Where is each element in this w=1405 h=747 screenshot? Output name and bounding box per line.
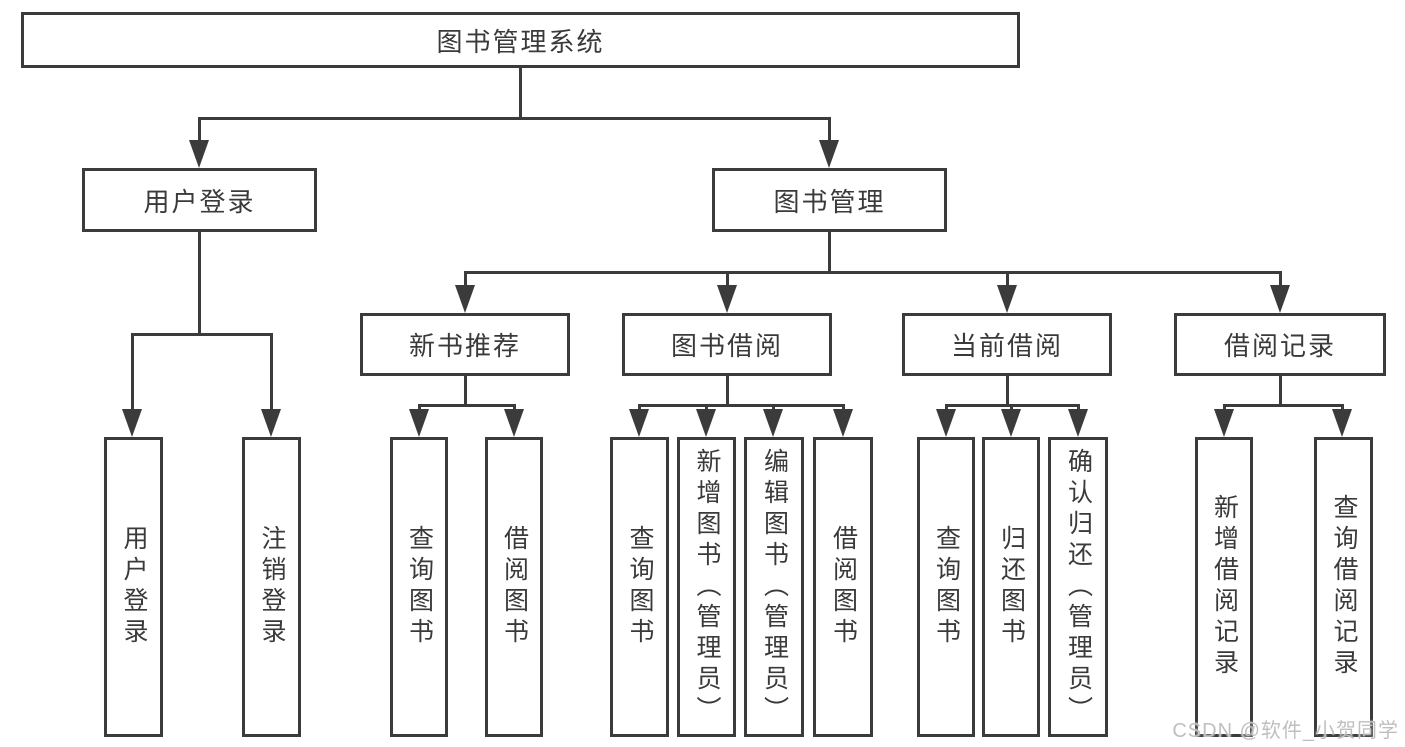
connector-stub [772, 404, 775, 413]
connector-stub [1223, 404, 1226, 413]
leaf-br-add-record: 新增借阅记录 [1195, 437, 1253, 737]
leaf-cb-confirm-return-admin-label: 确认归还（管理员） [1064, 447, 1093, 727]
arrow-down-icon [409, 409, 429, 437]
connector-root-horizontal [198, 117, 831, 120]
leaf-cb-query-books-label: 查询图书 [932, 525, 961, 649]
arrow-down-icon [997, 285, 1017, 313]
node-root-label: 图书管理系统 [436, 26, 605, 57]
connector-stub [1341, 404, 1344, 413]
connector-user-login-horizontal [131, 333, 272, 336]
node-current-borrowing: 当前借阅 [902, 313, 1112, 376]
arrow-down-icon [189, 140, 209, 168]
connector-to-leaf-user-login [131, 333, 134, 411]
arrow-down-icon [936, 409, 956, 437]
leaf-cb-return-books-label: 归还图书 [997, 525, 1026, 649]
arrow-down-icon [1068, 409, 1088, 437]
arrow-down-icon [455, 285, 475, 313]
connector-to-borrow-records [1279, 271, 1282, 287]
leaf-logout-login-label: 注销登录 [258, 525, 286, 649]
connector-to-new-book-rec [464, 271, 467, 287]
leaf-br-query-record-label: 查询借阅记录 [1330, 494, 1358, 680]
node-book-borrowing: 图书借阅 [622, 313, 832, 376]
connector-to-book-mgmt [828, 117, 831, 143]
node-book-management: 图书管理 [712, 168, 947, 232]
leaf-bb-add-books-admin-label: 新增图书（管理员） [693, 447, 721, 727]
connector-borrow-records-down [1279, 376, 1282, 407]
leaf-bb-borrow-books: 借阅图书 [813, 437, 873, 737]
arrow-down-icon [261, 409, 281, 437]
leaf-bb-query-books: 查询图书 [610, 437, 669, 737]
connector-stub [1010, 404, 1013, 413]
leaf-nb-borrow-books: 借阅图书 [485, 437, 543, 737]
arrow-down-icon [833, 409, 853, 437]
leaf-nb-borrow-books-label: 借阅图书 [500, 525, 529, 649]
leaf-bb-query-books-label: 查询图书 [626, 525, 654, 649]
connector-book-borrow-down [726, 376, 729, 407]
leaf-cb-return-books: 归还图书 [982, 437, 1040, 737]
connector-new-book-rec-down [464, 376, 467, 407]
node-borrow-records: 借阅记录 [1174, 313, 1386, 376]
node-user-login: 用户登录 [82, 168, 317, 232]
connector-user-login-down [198, 232, 201, 336]
connector-current-borrow-down [1006, 376, 1009, 407]
arrow-down-icon [717, 285, 737, 313]
connector-new-book-rec-horizontal [418, 404, 516, 407]
arrow-down-icon [1332, 409, 1352, 437]
connector-to-book-borrow [726, 271, 729, 287]
arrow-down-icon [819, 140, 839, 168]
leaf-cb-confirm-return-admin: 确认归还（管理员） [1048, 437, 1108, 737]
arrow-down-icon [696, 409, 716, 437]
node-book-borrowing-label: 图书借阅 [670, 331, 783, 361]
connector-borrow-records-horizontal [1223, 404, 1344, 407]
arrow-down-icon [763, 409, 783, 437]
leaf-bb-edit-books-admin-label: 编辑图书（管理员） [760, 447, 789, 727]
connector-to-user-login [198, 117, 201, 143]
leaf-user-login: 用户登录 [104, 437, 163, 737]
connector-stub [705, 404, 708, 413]
node-new-book-recommend-label: 新书推荐 [408, 331, 521, 361]
leaf-nb-query-books-label: 查询图书 [405, 525, 434, 649]
connector-book-mgmt-horizontal [464, 271, 1282, 274]
connector-to-current-borrow [1006, 271, 1009, 287]
arrow-down-icon [1214, 409, 1234, 437]
leaf-user-login-label: 用户登录 [120, 525, 148, 649]
connector-root-down [519, 68, 522, 120]
node-book-management-label: 图书管理 [773, 186, 886, 217]
csdn-watermark: CSDN @软件_小贺同学 [1172, 720, 1399, 742]
connector-stub [513, 404, 516, 413]
node-borrow-records-label: 借阅记录 [1223, 331, 1336, 361]
node-new-book-recommend: 新书推荐 [360, 313, 570, 376]
leaf-bb-add-books-admin: 新增图书（管理员） [677, 437, 736, 737]
node-current-borrowing-label: 当前借阅 [950, 331, 1063, 361]
leaf-logout-login: 注销登录 [242, 437, 301, 737]
leaf-bb-edit-books-admin: 编辑图书（管理员） [744, 437, 804, 737]
leaf-br-query-record: 查询借阅记录 [1314, 437, 1373, 737]
connector-stub [638, 404, 641, 413]
arrow-down-icon [1001, 409, 1021, 437]
arrow-down-icon [504, 409, 524, 437]
connector-stub [842, 404, 845, 413]
leaf-cb-query-books: 查询图书 [917, 437, 975, 737]
node-root-system: 图书管理系统 [21, 12, 1020, 68]
arrow-down-icon [122, 409, 142, 437]
leaf-nb-query-books: 查询图书 [390, 437, 448, 737]
node-user-login-label: 用户登录 [143, 186, 256, 217]
arrow-down-icon [629, 409, 649, 437]
leaf-bb-borrow-books-label: 借阅图书 [829, 525, 858, 649]
connector-stub [1077, 404, 1080, 413]
connector-book-mgmt-down [828, 232, 831, 274]
connector-to-leaf-logout [270, 333, 273, 411]
connector-book-borrow-horizontal [638, 404, 844, 407]
connector-stub [418, 404, 421, 413]
connector-stub [945, 404, 948, 413]
arrow-down-icon [1270, 285, 1290, 313]
leaf-br-add-record-label: 新增借阅记录 [1210, 494, 1239, 680]
